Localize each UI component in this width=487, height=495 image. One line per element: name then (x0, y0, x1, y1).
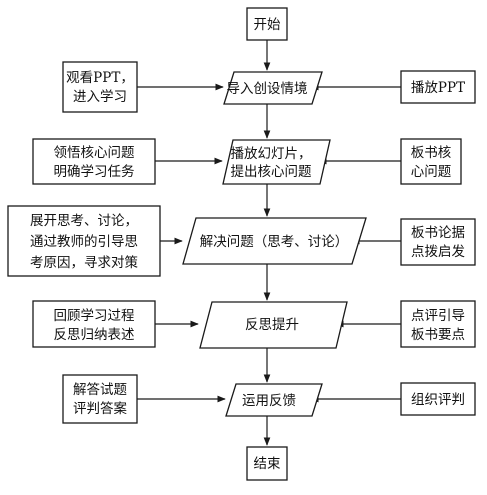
teacher-box-4: 点评引导 板书要点 (400, 300, 476, 348)
student-box-3-line-1: 展开思考、讨论， (30, 213, 138, 229)
teacher-box-4-line-1: 点评引导 (411, 308, 465, 324)
edges (137, 40, 401, 446)
student-box-5-line-2: 评判答案 (73, 400, 127, 417)
process-step-5-label: 运用反馈 (242, 393, 296, 409)
process-step-3-label: 解决问题（思考、讨论） (200, 234, 349, 250)
student-box-4: 回顾学习过程 反思归纳表述 (32, 300, 156, 348)
teacher-box-1: 播放PPT (400, 70, 476, 104)
process-step-1-label: 导入创设情境 (227, 81, 308, 97)
process-step-2-line-1: 播放幻灯片， (231, 146, 312, 162)
process-step-2-line-2: 提出核心问题 (231, 164, 312, 180)
student-box-1: 观看PPT， 进入学习 (62, 61, 138, 113)
student-box-3-line-2: 通过教师的引导思 (30, 234, 138, 250)
student-box-1-line-1: 观看PPT， (66, 70, 134, 86)
teacher-box-3-line-2: 点拨启发 (411, 244, 465, 260)
process-step-4: 反思提升 (199, 301, 348, 349)
student-box-2-line-1: 领悟核心问题 (54, 145, 135, 161)
student-box-5: 解答试题 评判答案 (62, 374, 138, 424)
teacher-box-1-label: 播放PPT (411, 80, 465, 96)
teacher-box-3: 板书论据 点拨启发 (400, 218, 476, 266)
process-step-2: 播放幻灯片， 提出核心问题 (222, 139, 331, 185)
teacher-box-2-line-1: 板书核 (411, 145, 452, 161)
student-box-4-line-2: 反思归纳表述 (54, 326, 135, 343)
teacher-box-3-line-1: 板书论据 (411, 225, 465, 241)
teacher-box-5-label: 组织评判 (411, 392, 465, 408)
process-step-1: 导入创设情境 (223, 71, 323, 105)
teacher-box-2: 板书核 心问题 (400, 138, 462, 185)
student-box-4-line-1: 回顾学习过程 (54, 308, 135, 324)
process-step-3: 解决问题（思考、讨论） (182, 217, 367, 265)
teacher-box-2-line-2: 心问题 (411, 164, 452, 180)
student-box-5-line-1: 解答试题 (73, 381, 127, 398)
student-box-1-line-2: 进入学习 (73, 89, 127, 105)
process-step-5: 运用反馈 (225, 383, 323, 417)
student-box-3-line-3: 考原因，寻求对策 (30, 254, 138, 271)
teacher-box-4-line-2: 板书要点 (411, 327, 465, 343)
start-node: 开始 (246, 7, 288, 41)
start-label: 开始 (254, 17, 281, 33)
end-node: 结束 (246, 446, 288, 481)
student-box-2: 领悟核心问题 明确学习任务 (32, 138, 156, 185)
student-box-3: 展开思考、讨论， 通过教师的引导思 考原因，寻求对策 (7, 205, 161, 277)
process-step-4-label: 反思提升 (245, 317, 299, 333)
end-label: 结束 (254, 456, 281, 472)
teacher-box-5: 组织评判 (400, 382, 476, 416)
student-box-2-line-2: 明确学习任务 (54, 164, 135, 180)
